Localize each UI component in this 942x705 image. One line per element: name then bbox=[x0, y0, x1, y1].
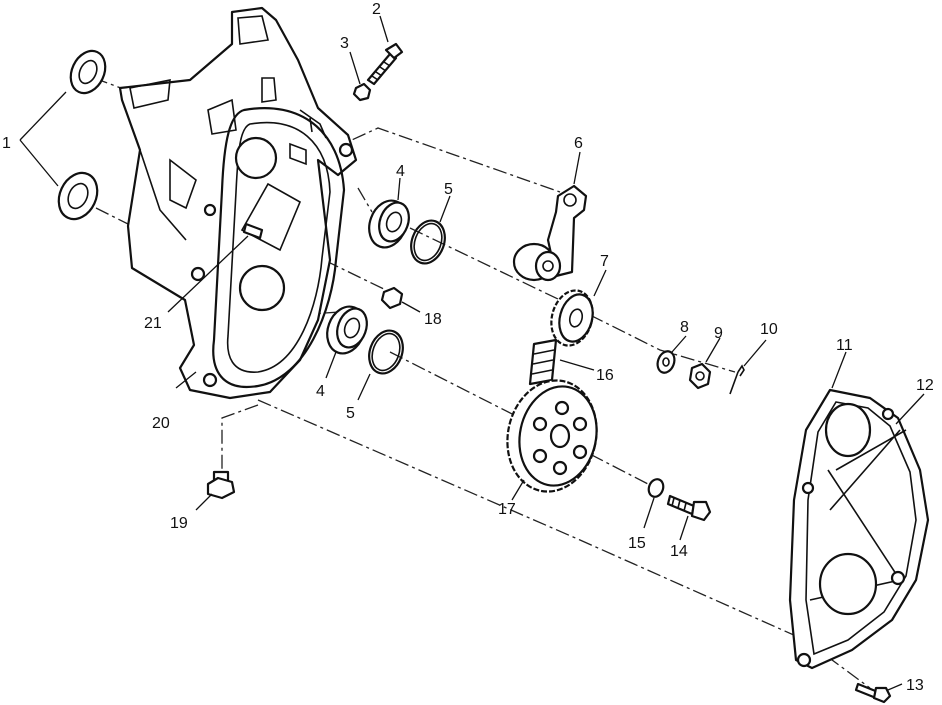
cotter-pin bbox=[729, 364, 745, 395]
callout-12: 12 bbox=[916, 377, 934, 394]
leader-9 bbox=[705, 337, 721, 363]
callout-2: 2 bbox=[372, 1, 381, 18]
leader-8 bbox=[671, 335, 687, 353]
callout-4-lower: 4 bbox=[316, 383, 325, 400]
top-sprocket bbox=[550, 289, 594, 347]
leader-16 bbox=[559, 359, 595, 371]
leader-10 bbox=[743, 339, 767, 367]
leader-4-lower bbox=[325, 351, 337, 379]
callout-8: 8 bbox=[680, 319, 689, 336]
leader-5-lower bbox=[357, 373, 371, 401]
callout-13: 13 bbox=[906, 677, 924, 694]
callout-4-upper: 4 bbox=[396, 163, 405, 180]
callout-5-upper: 5 bbox=[444, 181, 453, 198]
leader-4-upper bbox=[397, 177, 401, 201]
adjuster-bolt bbox=[366, 42, 404, 86]
castle-nut bbox=[688, 362, 712, 390]
callout-9: 9 bbox=[714, 325, 723, 342]
callout-5-lower: 5 bbox=[346, 405, 355, 422]
callout-10: 10 bbox=[760, 321, 778, 338]
washer-small bbox=[647, 478, 665, 498]
leader-21 bbox=[167, 235, 249, 313]
callout-16: 16 bbox=[596, 367, 614, 384]
callout-17: 17 bbox=[498, 501, 516, 518]
leader-1 bbox=[19, 91, 67, 187]
callout-21: 21 bbox=[144, 315, 162, 332]
leader-14 bbox=[679, 515, 689, 541]
callout-7: 7 bbox=[600, 253, 609, 270]
leader-11 bbox=[831, 351, 847, 389]
leader-19 bbox=[195, 493, 213, 511]
leader-7 bbox=[593, 269, 607, 297]
leader-20 bbox=[175, 371, 197, 389]
leader-12 bbox=[895, 393, 925, 425]
callout-1: 1 bbox=[2, 135, 11, 152]
chain-tensioner-arm bbox=[512, 184, 588, 282]
bearing-upper bbox=[368, 199, 410, 249]
snap-ring-lower bbox=[368, 329, 404, 375]
snap-ring-upper bbox=[410, 219, 446, 265]
dowel-pin bbox=[242, 222, 264, 240]
leader-5-upper bbox=[439, 195, 451, 223]
jam-nut bbox=[352, 82, 372, 102]
drain-plug bbox=[206, 470, 236, 500]
callout-19: 19 bbox=[170, 515, 188, 532]
leader-2 bbox=[379, 15, 389, 43]
oil-seal-upper bbox=[69, 49, 107, 95]
bottom-sprocket bbox=[506, 379, 598, 493]
callout-11: 11 bbox=[836, 337, 853, 354]
chaincase-housing bbox=[118, 6, 358, 400]
flat-washer bbox=[656, 350, 676, 374]
callout-15: 15 bbox=[628, 535, 646, 552]
callout-labels: 1 2 3 4 4 5 5 6 7 8 9 10 11 12 13 14 15 … bbox=[2, 1, 934, 694]
callout-14: 14 bbox=[670, 543, 688, 560]
chaincase-cover bbox=[788, 388, 930, 670]
callout-6: 6 bbox=[574, 135, 583, 152]
leader-18 bbox=[401, 301, 421, 313]
callout-20: 20 bbox=[152, 415, 170, 432]
drive-chain bbox=[528, 338, 558, 386]
leader-3 bbox=[349, 51, 361, 85]
oil-seal-lower bbox=[57, 171, 99, 221]
leader-17 bbox=[511, 479, 525, 501]
callout-3: 3 bbox=[340, 35, 349, 52]
bearing-lower bbox=[326, 305, 368, 355]
callout-18: 18 bbox=[424, 311, 442, 328]
hex-nut bbox=[380, 286, 404, 310]
leader-6 bbox=[573, 151, 581, 185]
sprocket-bolt bbox=[666, 494, 712, 522]
leader-13 bbox=[887, 683, 903, 691]
leader-15 bbox=[643, 497, 655, 529]
cover-bolt bbox=[854, 682, 892, 704]
